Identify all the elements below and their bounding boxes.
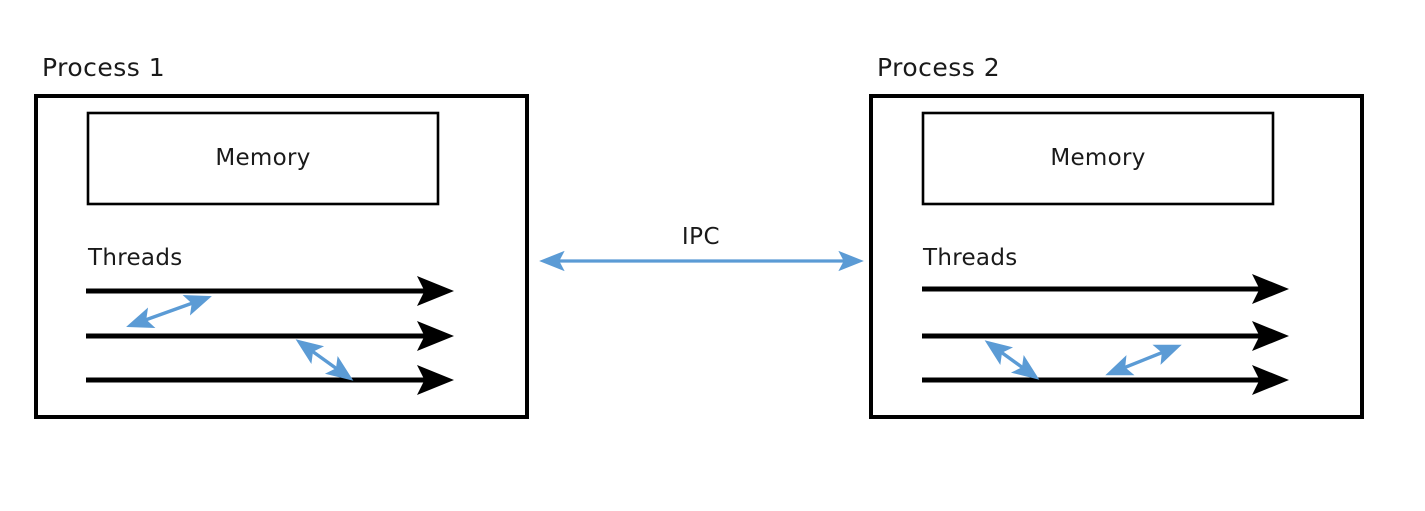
ipc-label: IPC bbox=[682, 224, 720, 250]
process-2-thread-comm-arrow-2 bbox=[1105, 344, 1182, 376]
process-2-memory-label: Memory bbox=[1050, 145, 1145, 171]
process-1-memory-label: Memory bbox=[215, 145, 310, 171]
process-1-thread-comm-arrow-2 bbox=[295, 339, 354, 381]
process-2-title: Process 2 bbox=[877, 53, 1000, 82]
process-1-thread-comm-arrow-1 bbox=[126, 295, 212, 328]
process-1-title: Process 1 bbox=[42, 53, 165, 82]
process-2-threads-label: Threads bbox=[922, 245, 1018, 271]
process-2-memory-box bbox=[921, 111, 1275, 206]
process-2-thread-comm-arrow-1 bbox=[984, 340, 1040, 380]
process-1-threads-label: Threads bbox=[87, 245, 183, 271]
process-1-memory-box bbox=[86, 111, 440, 206]
